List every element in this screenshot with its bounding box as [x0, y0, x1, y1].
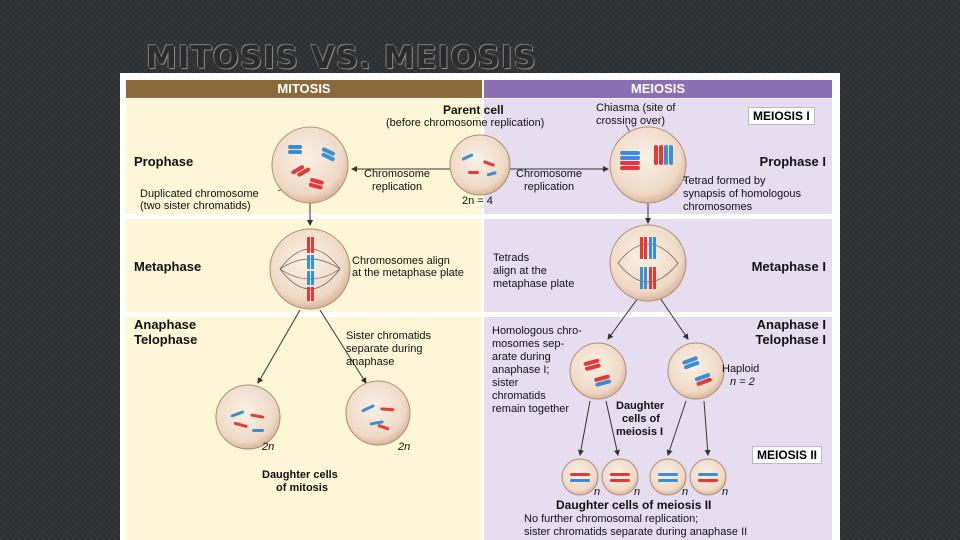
meiosis2-n-3: n: [682, 486, 689, 498]
arrow-meiosis-split-right: [659, 297, 689, 340]
arrow-meiosis2-d: [703, 400, 711, 456]
mitosis-header: MITOSIS: [126, 80, 482, 98]
mitosis-replication-line1: Chromosome: [364, 168, 431, 180]
homologous-line3: arate during: [492, 351, 551, 363]
meiosis2-daughter-cell-4: [689, 458, 727, 496]
meiosis1-daughters-line2: cells of: [622, 413, 660, 425]
mitosis-prophase-label: Prophase: [134, 154, 194, 169]
meiosis-replication-line2: replication: [524, 181, 575, 193]
meiosis-telophase-label: Telophase I: [755, 332, 826, 347]
meiosis1-daughter-cell-right: [667, 342, 725, 400]
arrow-mitosis-split-right: [319, 309, 367, 384]
meiosis2-note-line1: No further chromosomal replication;: [524, 513, 699, 525]
arrow-mitosis-split-left: [257, 309, 301, 384]
parent-cell-title: Parent cell: [443, 103, 504, 117]
meiosis2-daughter-cell-3: [649, 458, 687, 496]
mitosis-replication-line2: replication: [372, 181, 423, 193]
mitosis-ploidy-left: 2n: [262, 441, 275, 453]
mitosis-prophase-cell: [271, 126, 349, 204]
mitosis-sister-line1: Sister chromatids: [346, 330, 431, 342]
mitosis-anaphase-label: Anaphase: [134, 317, 197, 332]
meiosis-prophase-cell: [609, 126, 687, 204]
chiasma-line2: crossing over): [596, 115, 666, 127]
tetrads-line1: Tetrads: [493, 252, 530, 264]
mitosis-align-line1: Chromosomes align: [352, 255, 450, 267]
duplicated-chromosome-line2: (two sister chromatids): [140, 200, 251, 212]
meiosis2-daughter-cell-1: [561, 458, 599, 496]
meiosis-metaphase-cell: [609, 224, 687, 302]
mitosis-metaphase-cell: [269, 228, 351, 310]
mitosis-sister-line2: separate during: [346, 343, 423, 355]
meiosis-band-anaphase: [484, 317, 832, 439]
duplicated-chromosome-line1: Duplicated chromosome: [140, 188, 259, 200]
mitosis-daughters-line2: of mitosis: [276, 482, 328, 494]
mitosis-telophase-label: Telophase: [134, 332, 198, 347]
homologous-line5: sister: [492, 377, 519, 389]
meiosis1-daughters-line1: Daughter: [616, 400, 665, 412]
homologous-line4: anaphase I;: [492, 364, 550, 376]
mitosis-divider-2: [126, 312, 482, 317]
meiosis2-label: MEIOSIS II: [752, 446, 823, 464]
mitosis-meiosis-figure: MITOSIS MEIOSIS: [120, 73, 840, 540]
cell-diagram-art: [215, 124, 727, 496]
homologous-line2: mosomes sep-: [492, 338, 565, 350]
mitosis-ploidy-right: 2n: [398, 441, 411, 453]
meiosis2-daughters-label: Daughter cells of meiosis II: [556, 498, 712, 512]
meiosis2-n-1: n: [594, 486, 601, 498]
mitosis-daughter-cell-left: [215, 384, 281, 450]
mitosis-divider-1: [126, 214, 482, 219]
tetrads-line2: align at the: [493, 265, 547, 277]
meiosis2-n-4: n: [722, 486, 729, 498]
meiosis1-daughter-cell-left: [569, 342, 627, 400]
meiosis-metaphase-label: Metaphase I: [751, 259, 826, 274]
homologous-line6: chromatids: [492, 390, 546, 402]
haploid-n: n = 2: [730, 376, 755, 388]
mitosis-daughter-cell-right: [345, 380, 411, 446]
arrow-meiosis2-b: [605, 400, 620, 456]
homologous-line1: Homologous chro-: [492, 325, 582, 337]
mitosis-align-line2: at the metaphase plate: [352, 267, 464, 279]
tetrads-line3: metaphase plate: [493, 278, 575, 290]
mitosis-daughters-line1: Daughter cells: [262, 469, 338, 481]
tetrad-line2: synapsis of homologous: [683, 188, 802, 200]
arrow-meiosis2-a: [577, 400, 591, 456]
tetrad-line1: Tetrad formed by: [683, 175, 766, 187]
haploid-label: Haploid: [722, 363, 760, 375]
arrow-meiosis-split-left: [607, 297, 639, 340]
tetrad-line3: chromosomes: [683, 201, 753, 213]
parent-cell: [449, 134, 511, 196]
meiosis-prophase-label: Prophase I: [759, 154, 826, 169]
mitosis-sister-line3: anaphase: [346, 356, 395, 368]
meiosis-replication-line1: Chromosome: [516, 168, 583, 180]
parent-ploidy: 2n = 4: [462, 195, 493, 207]
meiosis1-daughters-line3: meiosis I: [616, 426, 664, 438]
homologous-line7: remain together: [492, 403, 570, 415]
meiosis-anaphase-label: Anaphase I: [756, 317, 826, 332]
mitosis-metaphase-label: Metaphase: [134, 259, 202, 274]
slide-title: MITOSIS VS. MEIOSIS: [146, 40, 537, 76]
chiasma-line1: Chiasma (site of: [596, 102, 676, 114]
meiosis2-note-line2: sister chromatids separate during anapha…: [524, 526, 748, 538]
meiosis-header: MEIOSIS: [484, 80, 832, 98]
arrow-meiosis2-c: [666, 400, 687, 456]
meiosis1-label: MEIOSIS I: [748, 107, 815, 125]
parent-cell-subtitle: (before chromosome replication): [386, 117, 545, 129]
meiosis2-n-2: n: [634, 486, 641, 498]
meiosis2-daughter-cell-2: [601, 458, 639, 496]
